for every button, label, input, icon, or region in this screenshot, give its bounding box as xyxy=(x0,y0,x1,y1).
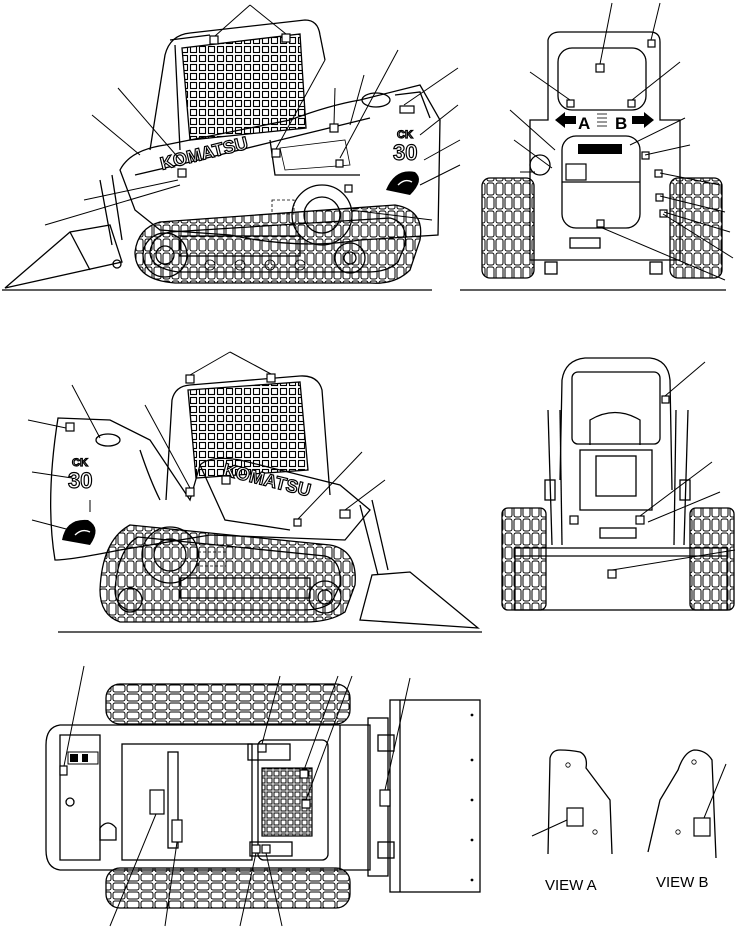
top-body xyxy=(45,724,371,871)
rear-track-left xyxy=(481,177,535,279)
body-right xyxy=(50,417,371,561)
front-frame xyxy=(579,449,653,511)
rear-light-right xyxy=(95,433,121,447)
top-bucket xyxy=(389,699,481,893)
detail-a-decal xyxy=(566,807,584,827)
leader-lines-right xyxy=(27,351,386,531)
rear-label-b: B xyxy=(615,114,627,133)
right-side-view: KOMATSU CK 30 xyxy=(27,351,482,633)
front-idler-right xyxy=(308,580,342,614)
rear-track-right xyxy=(669,177,723,279)
top-track-lower xyxy=(105,867,351,909)
front-window xyxy=(571,371,661,445)
top-engine-cover xyxy=(121,743,253,861)
bucket-left xyxy=(4,224,123,289)
cab-pillar xyxy=(174,44,181,151)
rear-lamp xyxy=(529,154,551,176)
rear-brand-plate xyxy=(578,144,622,154)
rear-window xyxy=(557,47,647,111)
arrow-a xyxy=(555,112,576,128)
bucket-right xyxy=(359,571,480,629)
detail-b-panel xyxy=(647,749,717,859)
detail-a-panel xyxy=(547,749,613,855)
front-bucket xyxy=(514,547,728,611)
front-cab xyxy=(559,357,673,491)
detail-b-decal xyxy=(693,817,711,837)
rear-light xyxy=(361,92,391,108)
lift-cylinder-left xyxy=(99,174,123,246)
leader-lines-rear xyxy=(509,2,734,281)
track-frame-left xyxy=(179,235,301,257)
track-frame-right xyxy=(179,577,311,599)
leader-lines-left xyxy=(44,4,461,226)
model-prefix-right: CK xyxy=(72,457,88,469)
left-side-view: KOMATSU CK 30 xyxy=(2,4,461,291)
cab-outline-right xyxy=(165,375,331,501)
front-view xyxy=(501,357,736,611)
leader-lines-top xyxy=(63,665,411,927)
rear-body xyxy=(529,31,681,261)
arrow-b xyxy=(632,112,654,128)
front-track-left xyxy=(501,507,547,611)
rear-view: A B xyxy=(460,2,734,291)
top-view xyxy=(45,665,481,927)
model-prefix-left: CK xyxy=(397,129,413,141)
leader-lines-front xyxy=(611,361,736,571)
rear-label-a: A xyxy=(578,114,590,133)
emblem-left xyxy=(386,171,419,195)
drive-sprocket-left xyxy=(291,184,353,246)
detail-view-a: VIEW A xyxy=(531,749,613,894)
view-a-caption: VIEW A xyxy=(545,877,597,894)
cab-grill xyxy=(181,33,307,141)
model-number-right: 30 xyxy=(68,468,92,493)
cab-grill-right xyxy=(187,381,309,479)
view-b-caption: VIEW B xyxy=(656,874,709,891)
detail-view-b: VIEW B xyxy=(647,749,727,891)
cab-outline xyxy=(149,19,326,151)
lift-cylinder-right xyxy=(359,499,389,576)
top-cab-roof xyxy=(257,739,329,861)
model-number-left: 30 xyxy=(393,140,417,165)
front-idler-left xyxy=(142,232,188,278)
top-track-upper xyxy=(105,683,351,725)
operator-seat xyxy=(589,411,641,445)
